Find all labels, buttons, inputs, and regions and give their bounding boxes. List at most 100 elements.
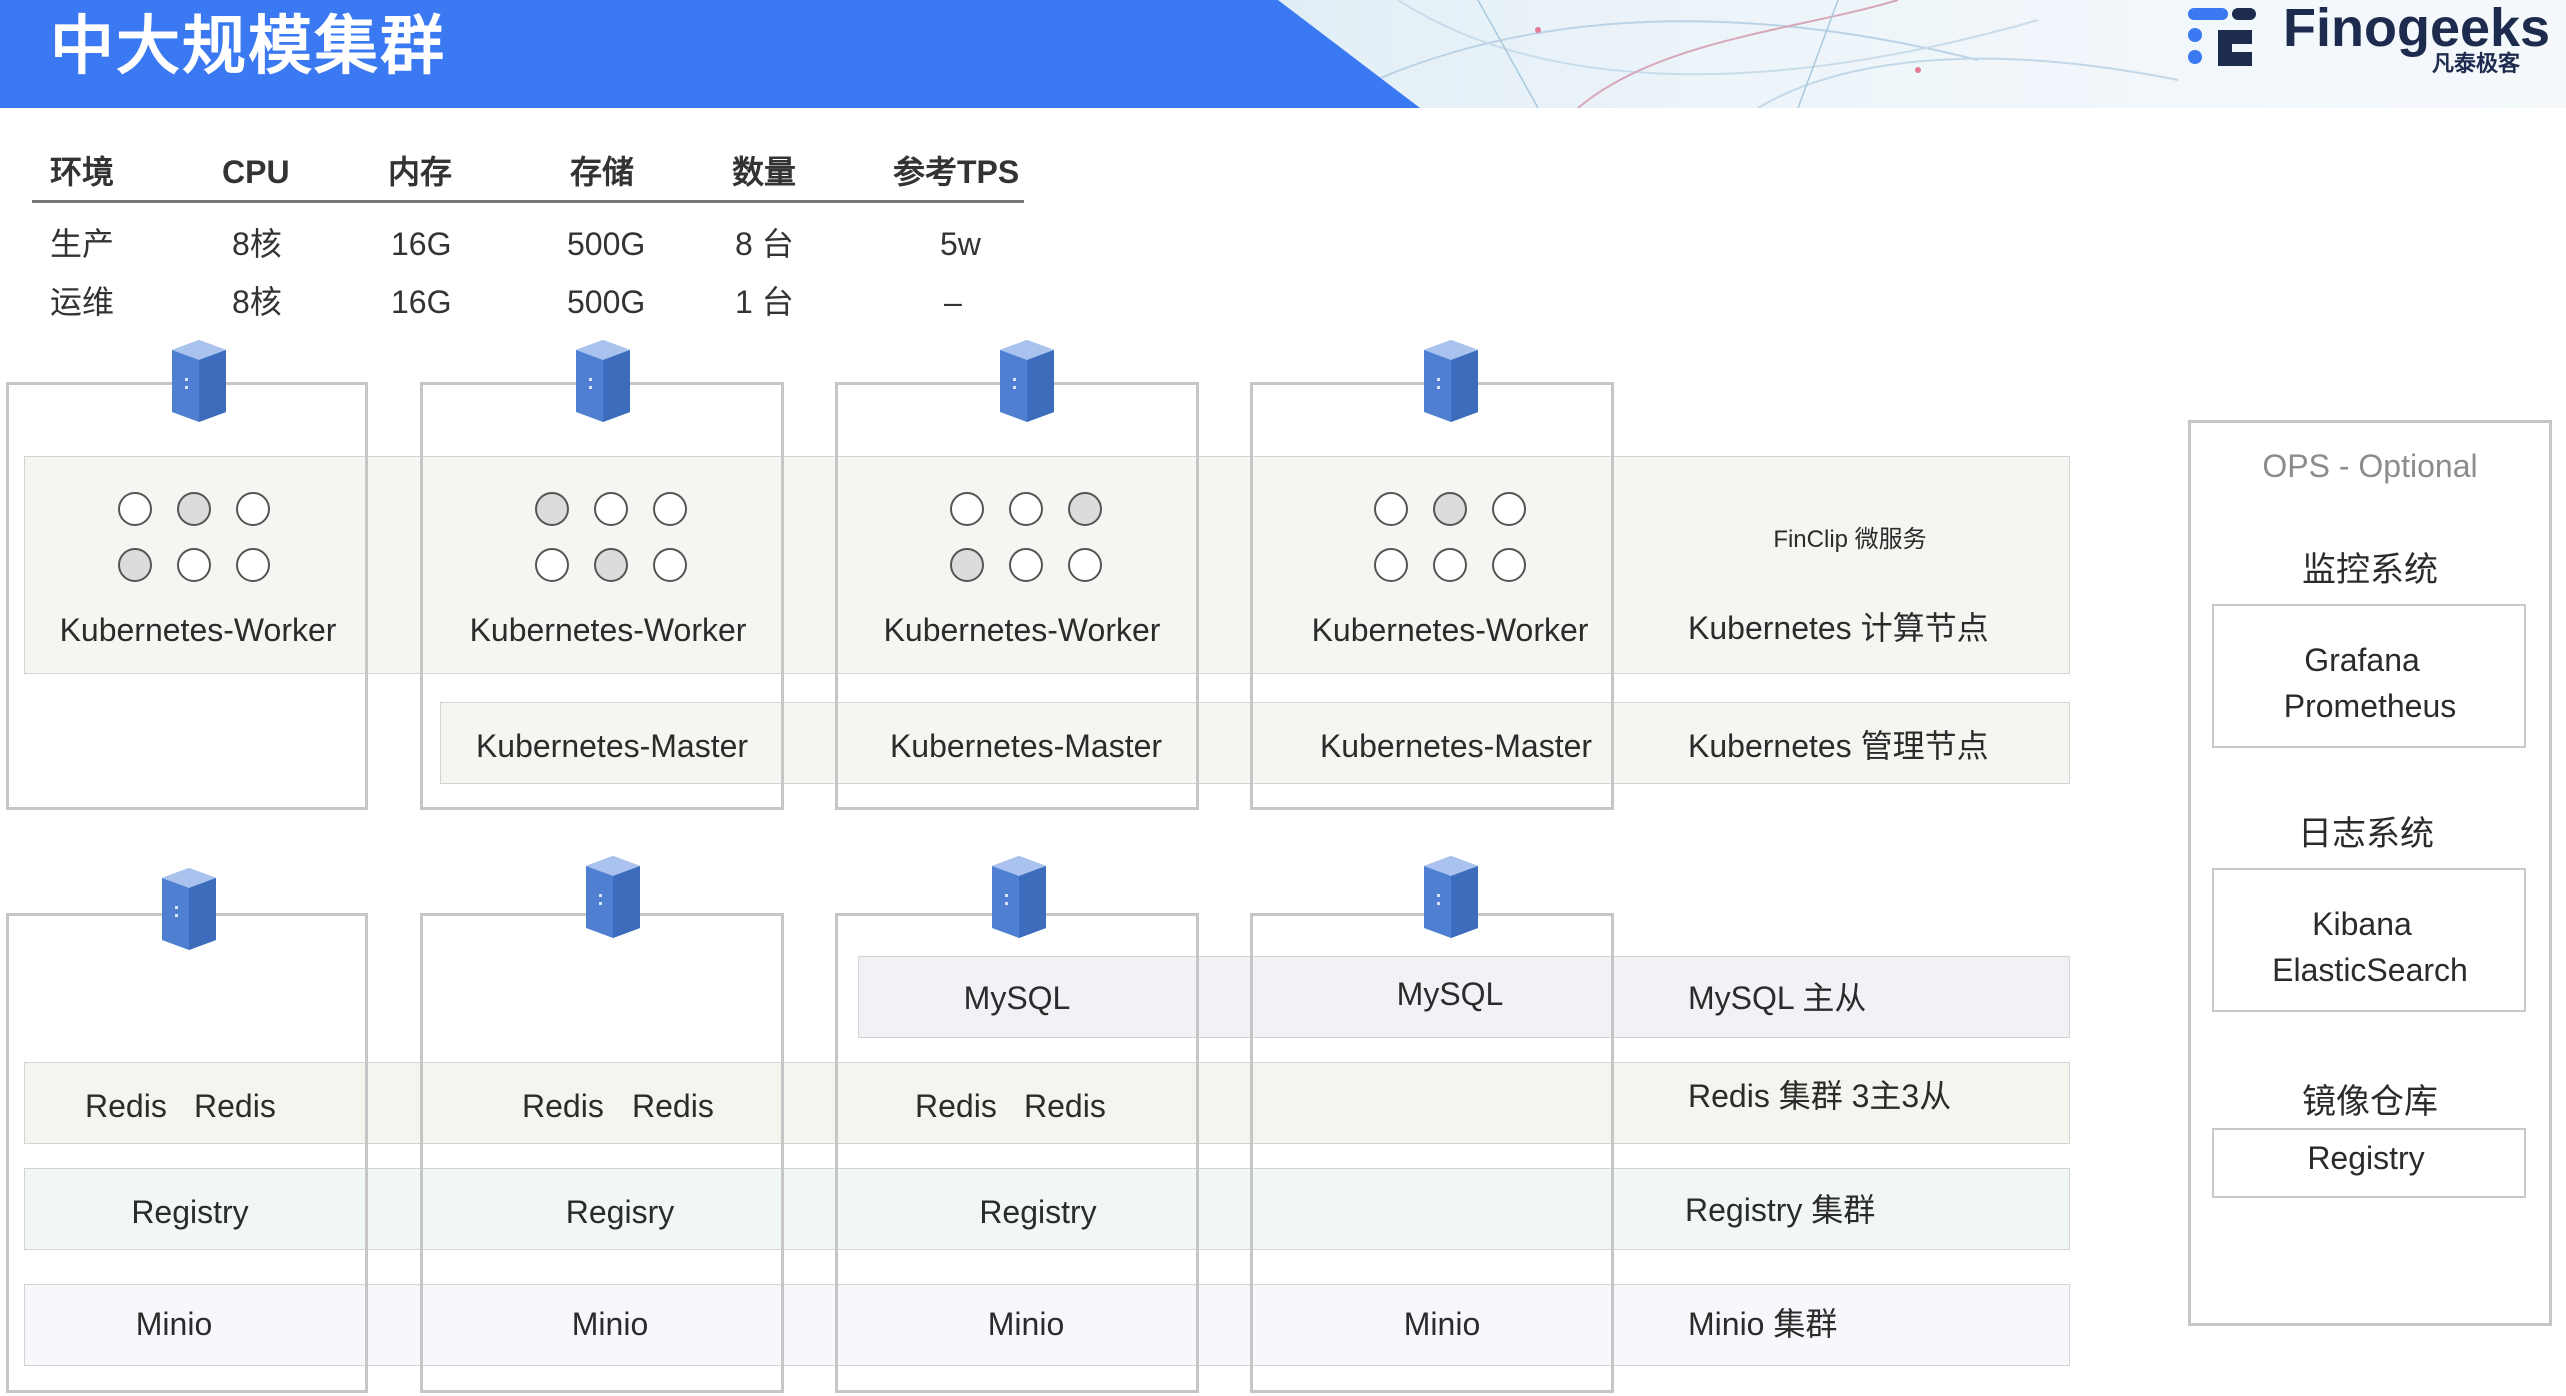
finclip-label: FinClip 微服务 [1773, 526, 1927, 553]
table-divider [32, 200, 1024, 203]
pod-circle-icon [236, 492, 270, 526]
registry-label: Registry [979, 1194, 1097, 1230]
ops-item: Kibana [2312, 906, 2412, 942]
ops-heading-registry: 镜像仓库 [2302, 1083, 2438, 1121]
logo-text: Finogeeks [2283, 0, 2551, 58]
header-banner [0, 0, 1420, 108]
finogeeks-logo-icon [2188, 8, 2256, 66]
table-cell: 5w [940, 226, 981, 262]
minio-label: Minio [1403, 1306, 1481, 1342]
manage-node-label: Kubernetes 管理节点 [1688, 728, 1989, 764]
worker-label: Kubernetes-Worker [1311, 612, 1589, 648]
mysql-band [858, 956, 2070, 1038]
server-icon [576, 340, 630, 422]
pod-circle-icon [1433, 548, 1467, 582]
table-cell: 8 台 [735, 226, 794, 262]
pod-circle-icon [1433, 492, 1467, 526]
monitoring-box [2212, 604, 2526, 748]
minio-label: Minio [135, 1306, 213, 1342]
table-cell: 8核 [232, 284, 282, 320]
table-cell: 1 台 [735, 284, 794, 320]
compute-node-label: Kubernetes 计算节点 [1688, 610, 1989, 646]
master-label: Kubernetes-Master [475, 728, 749, 764]
logging-box [2212, 868, 2526, 1012]
pod-circle-icon [535, 548, 569, 582]
minio-label: Minio [571, 1306, 649, 1342]
registry-label: Registry [131, 1194, 249, 1230]
table-header-memory: 内存 [388, 154, 453, 190]
mysql-label: MySQL [963, 980, 1071, 1016]
table-header-count: 数量 [732, 154, 797, 190]
pod-circle-icon [1068, 548, 1102, 582]
pod-circle-icon [1492, 548, 1526, 582]
redis-row-label: Redis 集群 3主3从 [1688, 1078, 1952, 1114]
redis-label: Redis [194, 1088, 276, 1124]
master-band [440, 702, 2070, 784]
table-cell: 8核 [232, 226, 282, 262]
mysql-row-label: MySQL 主从 [1688, 980, 1867, 1016]
table-header-tps: 参考TPS [893, 154, 1020, 190]
ops-title: OPS - Optional [2262, 448, 2478, 484]
ops-item: Grafana [2304, 642, 2420, 678]
pod-circle-icon [1374, 548, 1408, 582]
table-cell: 500G [567, 284, 646, 320]
pod-circle-icon [177, 548, 211, 582]
logo-subtitle: 凡泰极客 [2432, 51, 2521, 76]
server-icon [586, 856, 640, 938]
pod-circle-icon [1374, 492, 1408, 526]
redis-label: Redis [522, 1088, 604, 1124]
ops-item: ElasticSearch [2272, 952, 2468, 988]
server-icon [992, 856, 1046, 938]
table-cell: 运维 [50, 284, 115, 320]
pod-circle-icon [594, 548, 628, 582]
redis-label: Redis [85, 1088, 167, 1124]
registry-row-label: Registry 集群 [1685, 1192, 1876, 1228]
server-icon [1424, 856, 1478, 938]
table-cell: 生产 [50, 226, 115, 262]
server-icon [1424, 340, 1478, 422]
registry-box [2212, 1128, 2526, 1198]
ops-item: Registry [2307, 1140, 2425, 1176]
table-cell: – [944, 284, 962, 320]
table-header-cpu: CPU [222, 154, 290, 190]
master-label: Kubernetes-Master [1319, 728, 1593, 764]
mysql-label: MySQL [1396, 976, 1504, 1012]
redis-label: Redis [632, 1088, 714, 1124]
pod-circle-icon [653, 492, 687, 526]
pod-circle-icon [236, 548, 270, 582]
registry-label: Regisry [565, 1194, 675, 1230]
pod-circle-icon [177, 492, 211, 526]
page-title: 中大规模集群 [50, 10, 446, 82]
worker-label: Kubernetes-Worker [883, 612, 1161, 648]
pod-circle-icon [950, 492, 984, 526]
pod-circle-icon [1009, 492, 1043, 526]
worker-label: Kubernetes-Worker [59, 612, 337, 648]
pod-circle-icon [535, 492, 569, 526]
master-label: Kubernetes-Master [889, 728, 1163, 764]
table-cell: 16G [391, 284, 452, 320]
pod-circle-icon [1068, 492, 1102, 526]
redis-label: Redis [915, 1088, 997, 1124]
ops-heading-logging: 日志系统 [2298, 815, 2434, 853]
pod-circle-icon [1009, 548, 1043, 582]
table-header-env: 环境 [50, 154, 115, 190]
server-icon [162, 868, 216, 950]
pod-circle-icon [950, 548, 984, 582]
server-icon [1000, 340, 1054, 422]
pod-circle-icon [653, 548, 687, 582]
decorative-lines [1317, 0, 2179, 108]
redis-label: Redis [1024, 1088, 1106, 1124]
pod-circle-icon [118, 492, 152, 526]
pod-circle-icon [594, 492, 628, 526]
pod-circle-icon [1492, 492, 1526, 526]
ops-item: Prometheus [2283, 688, 2457, 724]
table-cell: 500G [567, 226, 646, 262]
ops-heading-monitoring: 监控系统 [2302, 551, 2438, 589]
minio-row-label: Minio 集群 [1688, 1306, 1838, 1342]
table-cell: 16G [391, 226, 452, 262]
server-icon [172, 340, 226, 422]
pod-circle-icon [118, 548, 152, 582]
node-box [6, 382, 368, 810]
header-decoration [1278, 0, 2566, 108]
table-header-storage: 存储 [570, 154, 635, 190]
